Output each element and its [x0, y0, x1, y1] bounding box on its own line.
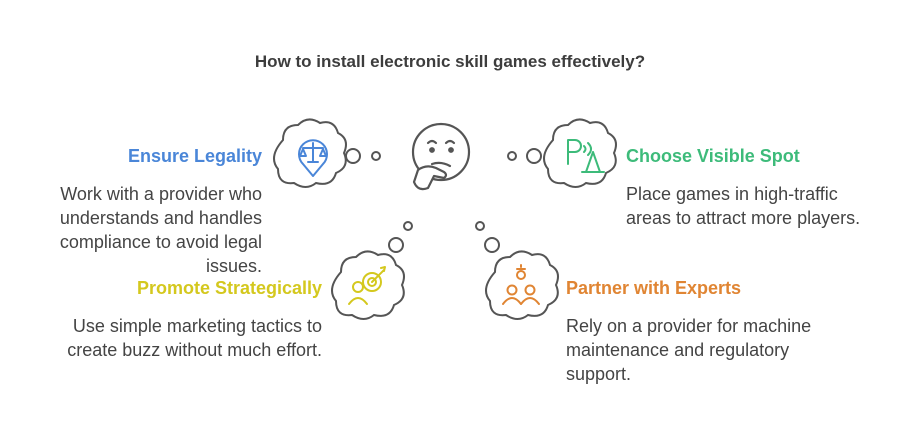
heading-ensure-legality: Ensure Legality — [127, 146, 262, 166]
connector-dots — [345, 148, 542, 253]
parking-cone-icon — [567, 139, 605, 173]
cloud-bubble-partner — [485, 250, 559, 320]
cloud-bubble-promote — [331, 250, 405, 320]
description-partner-with-experts: Rely on a provider for machine maintenan… — [566, 316, 812, 384]
team-people-icon — [502, 264, 540, 305]
description-choose-visible-spot: Place games in high-traffic areas to att… — [626, 184, 861, 228]
heading-promote-strategically: Promote Strategically — [136, 278, 322, 298]
target-person-icon — [348, 266, 386, 305]
description-promote-strategically: Use simple marketing tactics to create b… — [67, 316, 322, 360]
heading-choose-visible-spot: Choose Visible Spot — [626, 146, 800, 166]
heading-partner-with-experts: Partner with Experts — [566, 278, 742, 298]
cloud-bubble-visible — [543, 118, 617, 188]
diagram-title: How to install electronic skill games ef… — [254, 52, 646, 71]
scales-location-icon — [298, 139, 328, 177]
cloud-bubble-legality — [273, 118, 347, 188]
thinking-face-icon — [411, 122, 471, 191]
description-ensure-legality: Work with a provider who understands and… — [59, 184, 262, 276]
